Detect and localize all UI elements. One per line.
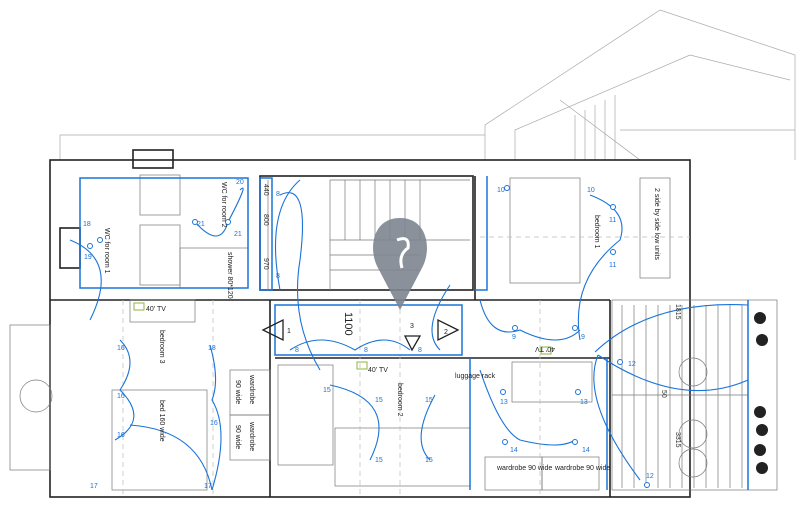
section-marker-1: 1 (287, 328, 291, 335)
section-marker-3: 3 (410, 323, 414, 330)
dim-1100: 1100 (342, 312, 354, 336)
circuit-number: 9 (581, 334, 585, 341)
dim-970: 970 (262, 258, 269, 270)
circuit-number: 18 (208, 345, 216, 352)
circuit-number: 15 (425, 457, 433, 464)
circuit-number: 21 (234, 231, 242, 238)
roof-outline (59, 9, 796, 161)
circuit-number: 15 (323, 387, 331, 394)
circuit-numbers: 18 19 20 21 21 8 8 8 8 8 10 10 11 11 9 9… (83, 179, 654, 490)
label-shower: shower 80*120 (226, 252, 233, 299)
zones (79, 176, 749, 490)
section-marker-2: 2 (444, 329, 448, 336)
circuit-number: 8 (276, 191, 280, 198)
label-bed: bed 160 wide (158, 400, 165, 442)
circuit-number: 12 (628, 361, 636, 368)
circuit-number: 14 (510, 447, 518, 454)
dim-3315: 3315 (674, 432, 681, 448)
circuit-number: 10 (497, 187, 505, 194)
circuit-number: 16 (117, 432, 125, 439)
circuit-number: 8 (418, 347, 422, 354)
circuit-number: 21 (197, 221, 205, 228)
label-bedroom1: bedroom 1 (593, 215, 600, 249)
labels: WC for room 1 WC for room 2 shower 80*12… (103, 182, 660, 472)
label-wardrobe-a: wardrobe 90 wide (496, 465, 552, 472)
section-markers: 1 2 3 (261, 318, 460, 352)
circuit-points (87, 185, 650, 488)
circuit-number: 19 (84, 254, 92, 261)
dim-50: 50 (660, 390, 667, 398)
dim-440: 440 (262, 184, 269, 196)
walls (9, 149, 778, 498)
circuit-number: 11 (609, 262, 616, 269)
circuit-number: 20 (236, 179, 244, 186)
grid-lines (122, 236, 690, 497)
circuit-number: 15 (425, 397, 433, 404)
circuit-number: 15 (375, 397, 383, 404)
circuit-number: 16 (117, 393, 125, 400)
label-tv-3: 40' TV (535, 345, 555, 352)
circuit-number: 10 (587, 187, 595, 194)
circuit-number: 8 (276, 273, 280, 280)
terrace-decking (19, 305, 748, 488)
circuit-number: 15 (375, 457, 383, 464)
circuit-number: 14 (582, 447, 590, 454)
tv-markers (133, 302, 552, 370)
label-tv-1: 40' TV (146, 306, 166, 313)
circuit-number: 18 (83, 221, 91, 228)
circuit-number: 12 (646, 473, 654, 480)
circuit-number: 16 (210, 420, 218, 427)
label-bedroom3: bedroom 3 (158, 330, 165, 364)
dim-800: 800 (262, 214, 269, 226)
label-wardrobe-d: wardrobe (248, 421, 255, 451)
label-wardrobe-b: wardrobe 90 wide (554, 465, 610, 472)
label-bedroom2: bedroom 2 (396, 383, 403, 417)
circuit-number: 17 (90, 483, 98, 490)
circuit-number: 17 (204, 483, 212, 490)
label-luggage-rack: luggage rack (455, 373, 496, 380)
label-wc-room2: WC for room 2 (220, 182, 227, 228)
circuit-number: 11 (609, 217, 616, 224)
label-wardrobe-c-size: 90 wide (234, 380, 241, 404)
label-wardrobe-d-size: 90 wide (234, 425, 241, 449)
label-tv-2: 40' TV (368, 367, 388, 374)
circuit-number: 8 (364, 347, 368, 354)
location-pin-icon (373, 218, 427, 310)
label-wc-room1: WC for room 1 (103, 228, 110, 274)
circuit-number: 16 (117, 345, 125, 352)
circuit-number: 9 (512, 334, 516, 341)
circuit-number: 13 (500, 399, 508, 406)
circuit-number: 8 (295, 347, 299, 354)
circuit-number: 13 (580, 399, 588, 406)
planters (754, 312, 768, 474)
label-wardrobe-c: wardrobe (248, 374, 255, 404)
dim-1815: 1815 (674, 304, 681, 320)
label-low-units: 2 side by side low units (653, 188, 660, 260)
dimensions: 440 800 970 1100 1815 50 3315 (262, 180, 681, 448)
